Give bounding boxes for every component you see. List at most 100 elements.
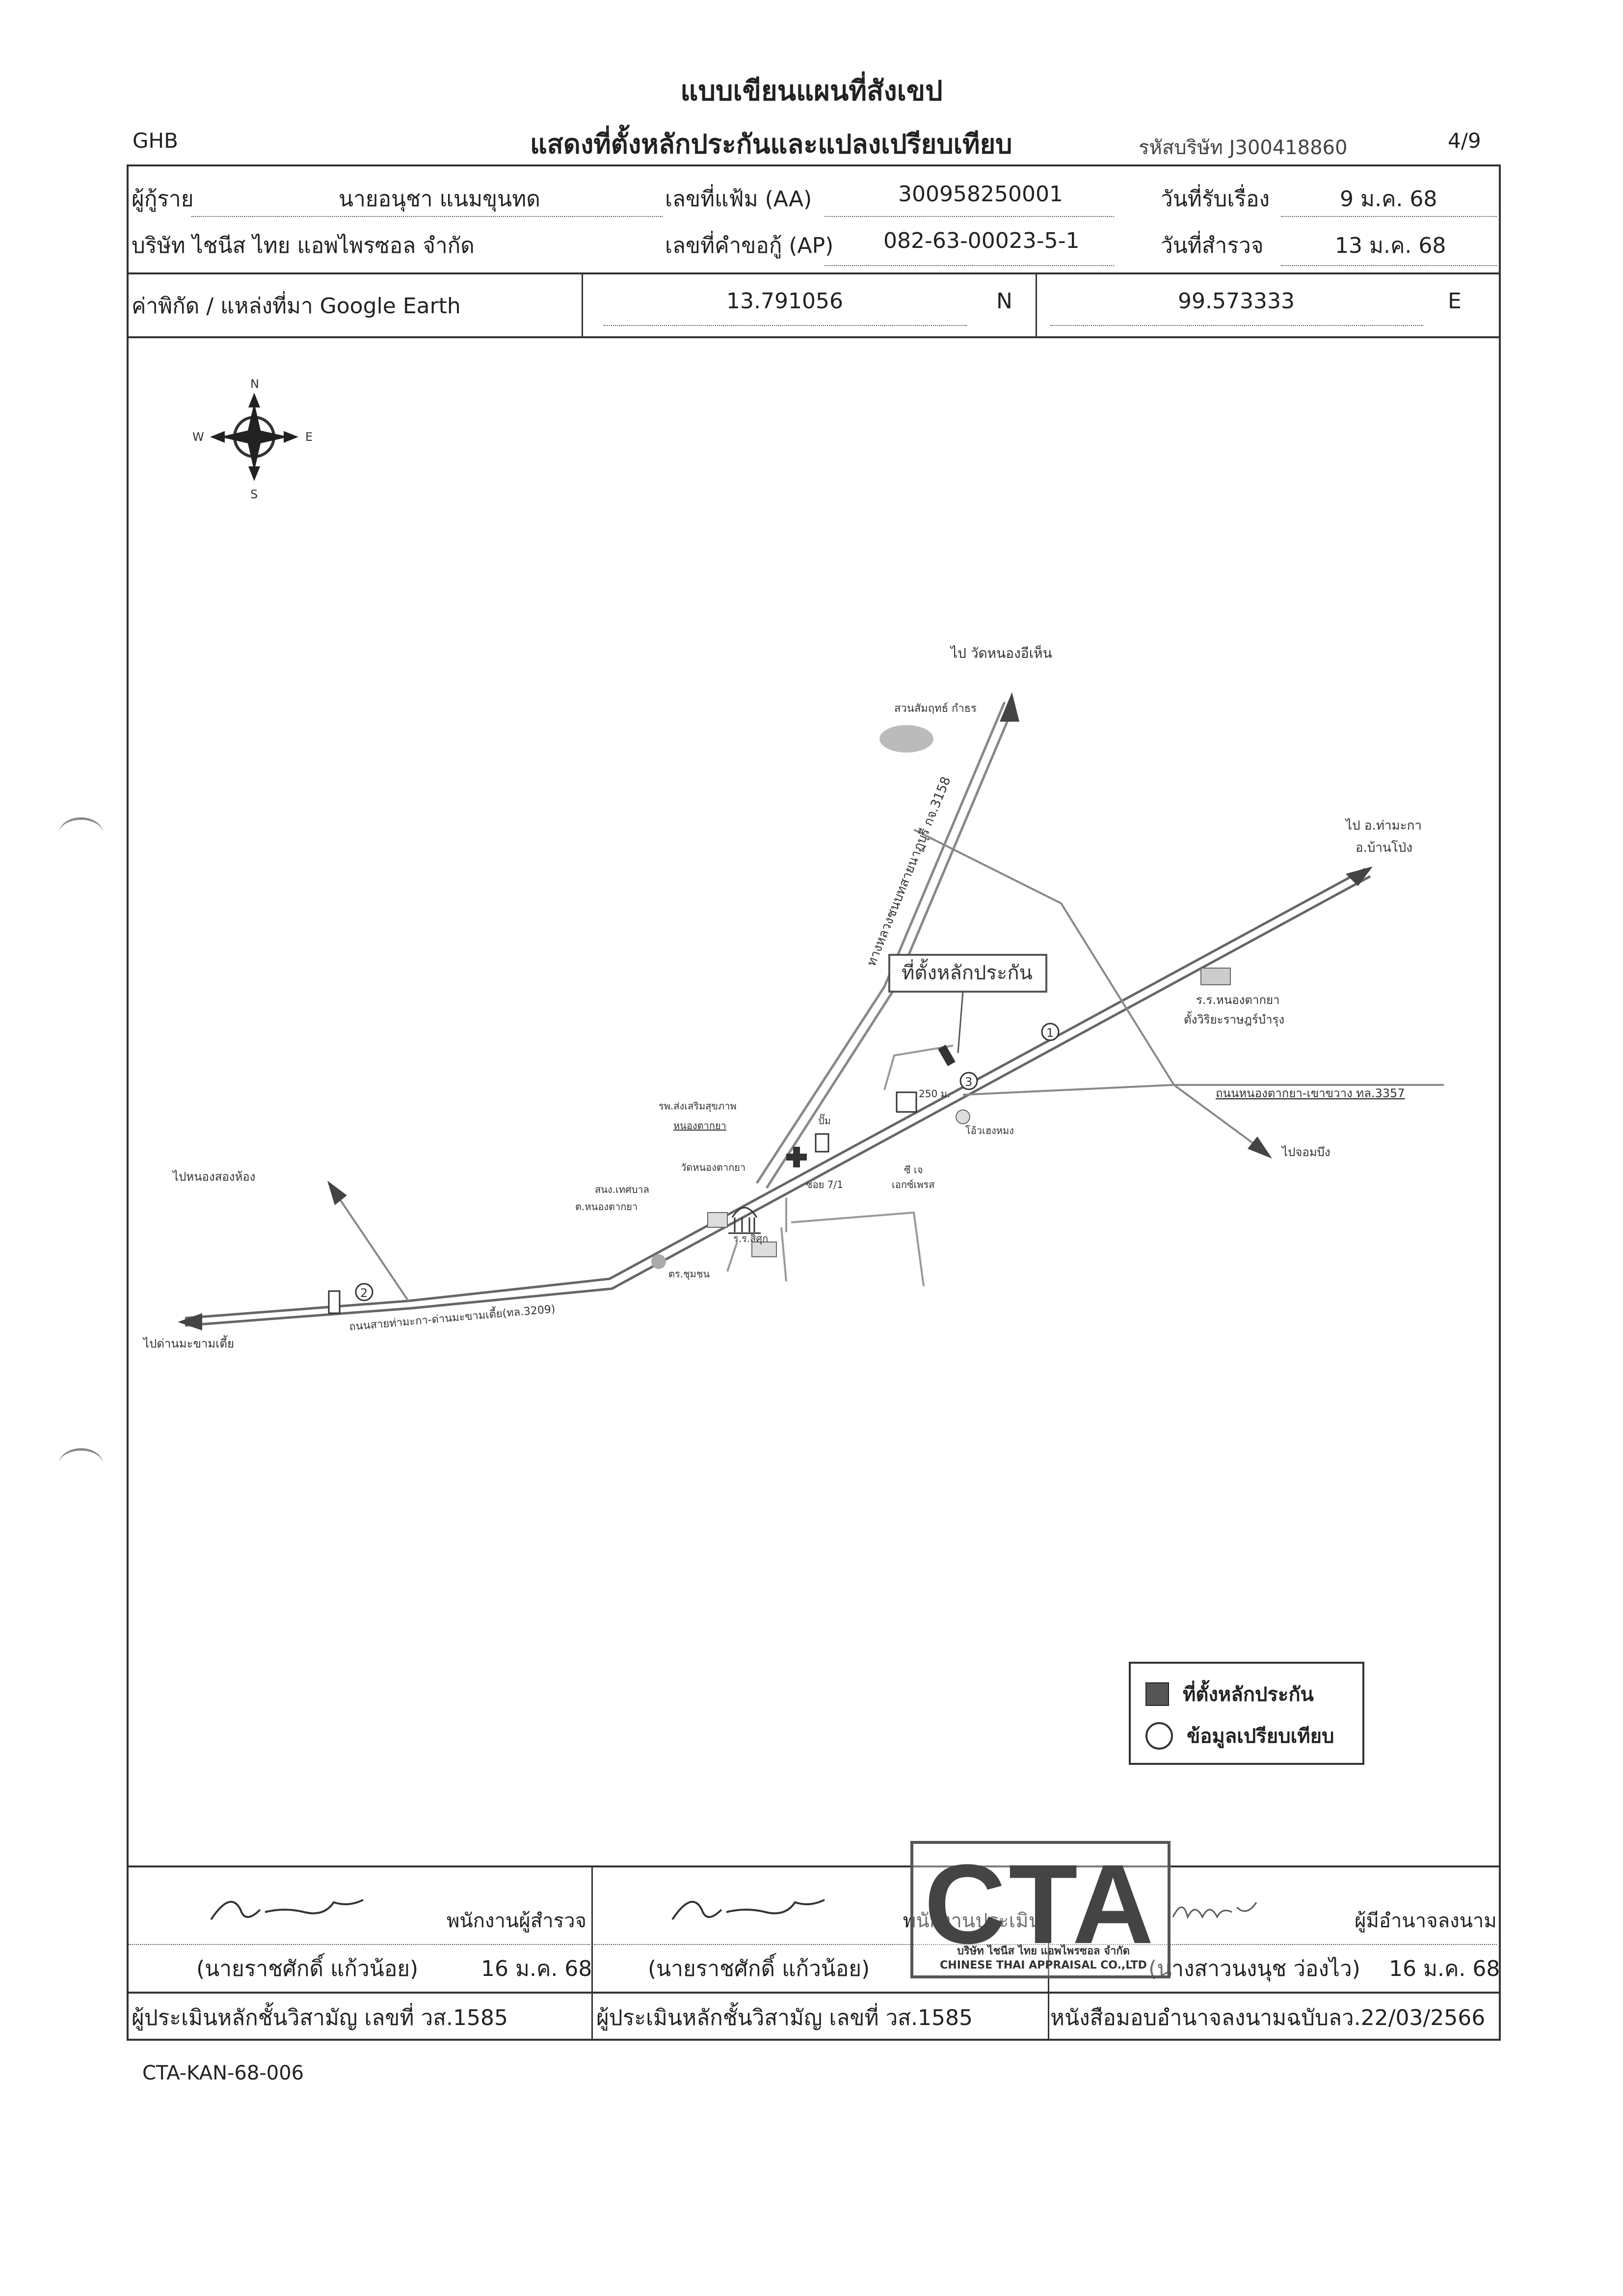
local-roads xyxy=(726,1045,954,1287)
dotted-line xyxy=(604,325,967,326)
survey-date-label: วันที่สำรวจ xyxy=(1161,233,1264,258)
borrower-value: นายอนุชา แนมขุนทด xyxy=(339,187,540,212)
divider xyxy=(127,1865,1501,1867)
authorized-signature xyxy=(1172,1902,1257,1919)
form-frame xyxy=(127,164,1501,2041)
road-to-chom-bueng xyxy=(913,829,1272,1159)
surveyor-date: 16 ม.ค. 68 xyxy=(481,1956,592,1981)
municipality-icon xyxy=(707,1212,728,1228)
received-date-label: วันที่รับเรื่อง xyxy=(1161,187,1270,212)
surveyor-role: พนักงานผู้สำรวจ xyxy=(447,1910,586,1932)
label-temple: วัดหนองตากยา xyxy=(681,1162,745,1173)
bank-code: GHB xyxy=(133,129,178,153)
label-pump: ปั๊ม xyxy=(818,1113,831,1127)
label-to-chom-bueng: ไปจอมบึง xyxy=(1281,1145,1330,1159)
comparison-marker-1: 1 xyxy=(1041,1023,1060,1041)
label-to-nong-song-hong: ไปหนองสองห้อง xyxy=(172,1170,255,1184)
divider xyxy=(1048,1865,1049,2041)
dotted-line xyxy=(1281,216,1497,217)
label-municipality: สนง.เทศบาล xyxy=(595,1184,649,1195)
loan-request-value: 082-63-00023-5-1 xyxy=(883,228,1080,253)
label-municipality-2: ต.หนองตากยา xyxy=(575,1201,638,1213)
latitude-value: 13.791056 xyxy=(726,289,843,314)
label-main-road: ถนนสายท่ามะกา-ด่านมะขามเตี้ย(ทล.3209) xyxy=(348,1301,556,1333)
punch-hole-mark xyxy=(59,817,103,849)
compass-s-label: S xyxy=(250,487,258,501)
marker-3-label: 3 xyxy=(965,1075,972,1089)
temple-icon xyxy=(728,1207,761,1234)
gas-pump-icon xyxy=(815,1133,829,1153)
dotted-line xyxy=(825,216,1114,217)
legend-collateral-label: ที่ตั้งหลักประกัน xyxy=(1183,1683,1314,1706)
dotted-line xyxy=(129,1944,590,1945)
school-icon xyxy=(1200,968,1231,985)
label-school-nong-tak-ya-2: ตั้งวิริยะราษฎร์บำรุง xyxy=(1184,1011,1284,1027)
label-road-3357: ถนนหนองตากยา-เขาขวาง ทล.3357 xyxy=(1216,1086,1405,1100)
punch-hole-mark xyxy=(59,1448,103,1480)
authorized-name: (นางสาวนงนุช ว่องไว) xyxy=(1148,1956,1360,1981)
label-hospital-2: หนองตากยา xyxy=(673,1120,726,1132)
compass-w-label: W xyxy=(192,430,204,444)
label-hong-seng: โอ้วเฮงหมง xyxy=(965,1125,1014,1136)
label-park: สวนสัมฤทธ์ กำธร xyxy=(894,702,977,715)
authorized-role: ผู้มีอำนาจลงนาม xyxy=(1355,1910,1497,1932)
appraiser-signature xyxy=(671,1899,825,1920)
main-road-3209 xyxy=(178,866,1373,1330)
appraiser-role: พนักงานประเมิน xyxy=(903,1910,1042,1932)
appraiser-license: ผู้ประเมินหลักชั้นวิสามัญ เลขที่ วส.1585 xyxy=(596,2005,973,2030)
divider xyxy=(127,1992,1501,1994)
police-icon xyxy=(651,1254,666,1269)
divider xyxy=(582,272,583,336)
authorized-date: 16 ม.ค. 68 xyxy=(1389,1956,1500,1981)
stamp-line-thai: บริษัท ไชนีส ไทย แอพไพรซอล จำกัด xyxy=(957,1945,1130,1957)
marker-1-label: 1 xyxy=(1046,1026,1054,1040)
sketch-map: N S W E ที่ตั้งหลักประกัน xyxy=(142,377,1444,1351)
label-soi-7-1: ซอย 7/1 xyxy=(806,1179,843,1190)
divider xyxy=(591,1865,593,2041)
stamp-line-english: CHINESE THAI APPRAISAL CO.,LTD xyxy=(940,1959,1147,1972)
label-distance: 250 ม. xyxy=(919,1088,950,1100)
dotted-line xyxy=(594,1944,1045,1945)
marker-2-label: 2 xyxy=(360,1286,368,1300)
appraiser-name: (นายราชศักดิ์ แก้วน้อย) xyxy=(648,1956,870,1981)
collateral-callout-label: ที่ตั้งหลักประกัน xyxy=(902,958,1033,984)
map-legend: ที่ตั้งหลักประกัน ข้อมูลเปรียบเทียบ xyxy=(1129,1662,1364,1765)
legend-comparison-label: ข้อมูลเปรียบเทียบ xyxy=(1187,1725,1334,1748)
label-shop: ซี เจ xyxy=(904,1164,923,1176)
surveyor-signature xyxy=(210,1899,364,1920)
road-to-nong-song-hong xyxy=(327,1181,409,1302)
label-school-sisuk: ร.ร.สิศุก xyxy=(733,1233,768,1245)
legend-comparison: ข้อมูลเปรียบเทียบ xyxy=(1145,1720,1334,1752)
latitude-direction: N xyxy=(996,289,1012,314)
stamp-logo-text: CTA xyxy=(924,1841,1157,1967)
road-3357 xyxy=(962,1084,1444,1096)
collateral-marker-icon xyxy=(938,1045,956,1066)
label-police: ตร.ชุมชน xyxy=(668,1268,710,1280)
compass-e-label: E xyxy=(305,430,313,444)
school-icon xyxy=(751,1242,777,1257)
label-hospital: รพ.ส่งเสริมสุขภาพ xyxy=(659,1100,737,1112)
compass-icon: N S W E xyxy=(192,377,313,501)
survey-date-value: 13 ม.ค. 68 xyxy=(1335,233,1446,258)
label-road-3158: ทางหลวงชนบทสายนาฏบุรี กจ.3158 xyxy=(864,775,954,969)
dotted-line xyxy=(191,216,663,217)
collateral-square-icon xyxy=(1145,1682,1169,1706)
document-subtitle: แสดงที่ตั้งหลักประกันและแปลงเปรียบเทียบ xyxy=(530,129,1012,160)
company-stamp: CTA บริษัท ไชนีส ไทย แอพไพรซอล จำกัด CHI… xyxy=(910,1841,1171,1978)
divider xyxy=(1036,272,1037,336)
label-to-dan-makham-tia: ไปด่านมะขามเตี้ย xyxy=(142,1335,234,1351)
authorization-document: หนังสือมอบอำนาจลงนามฉบับลว.22/03/2566 xyxy=(1050,2005,1486,2030)
legend-collateral: ที่ตั้งหลักประกัน xyxy=(1145,1678,1314,1710)
dotted-line xyxy=(1050,1944,1497,1945)
company-code: รหัสบริษัท J300418860 xyxy=(1139,136,1348,159)
park-icon xyxy=(879,725,933,753)
seven-eleven-icon xyxy=(896,1091,917,1113)
collateral-callout-box xyxy=(888,954,1047,993)
loan-request-label: เลขที่คำขอกู้ (AP) xyxy=(665,233,834,258)
dotted-line xyxy=(1281,265,1497,266)
hospital-icon xyxy=(786,1147,807,1167)
divider xyxy=(127,336,1501,338)
file-no-label: เลขที่แฟ้ม (AA) xyxy=(665,187,812,212)
company-name: บริษัท ไชนีส ไทย แอพไพรซอล จำกัด xyxy=(132,233,475,258)
page-number: 4/9 xyxy=(1448,129,1481,153)
